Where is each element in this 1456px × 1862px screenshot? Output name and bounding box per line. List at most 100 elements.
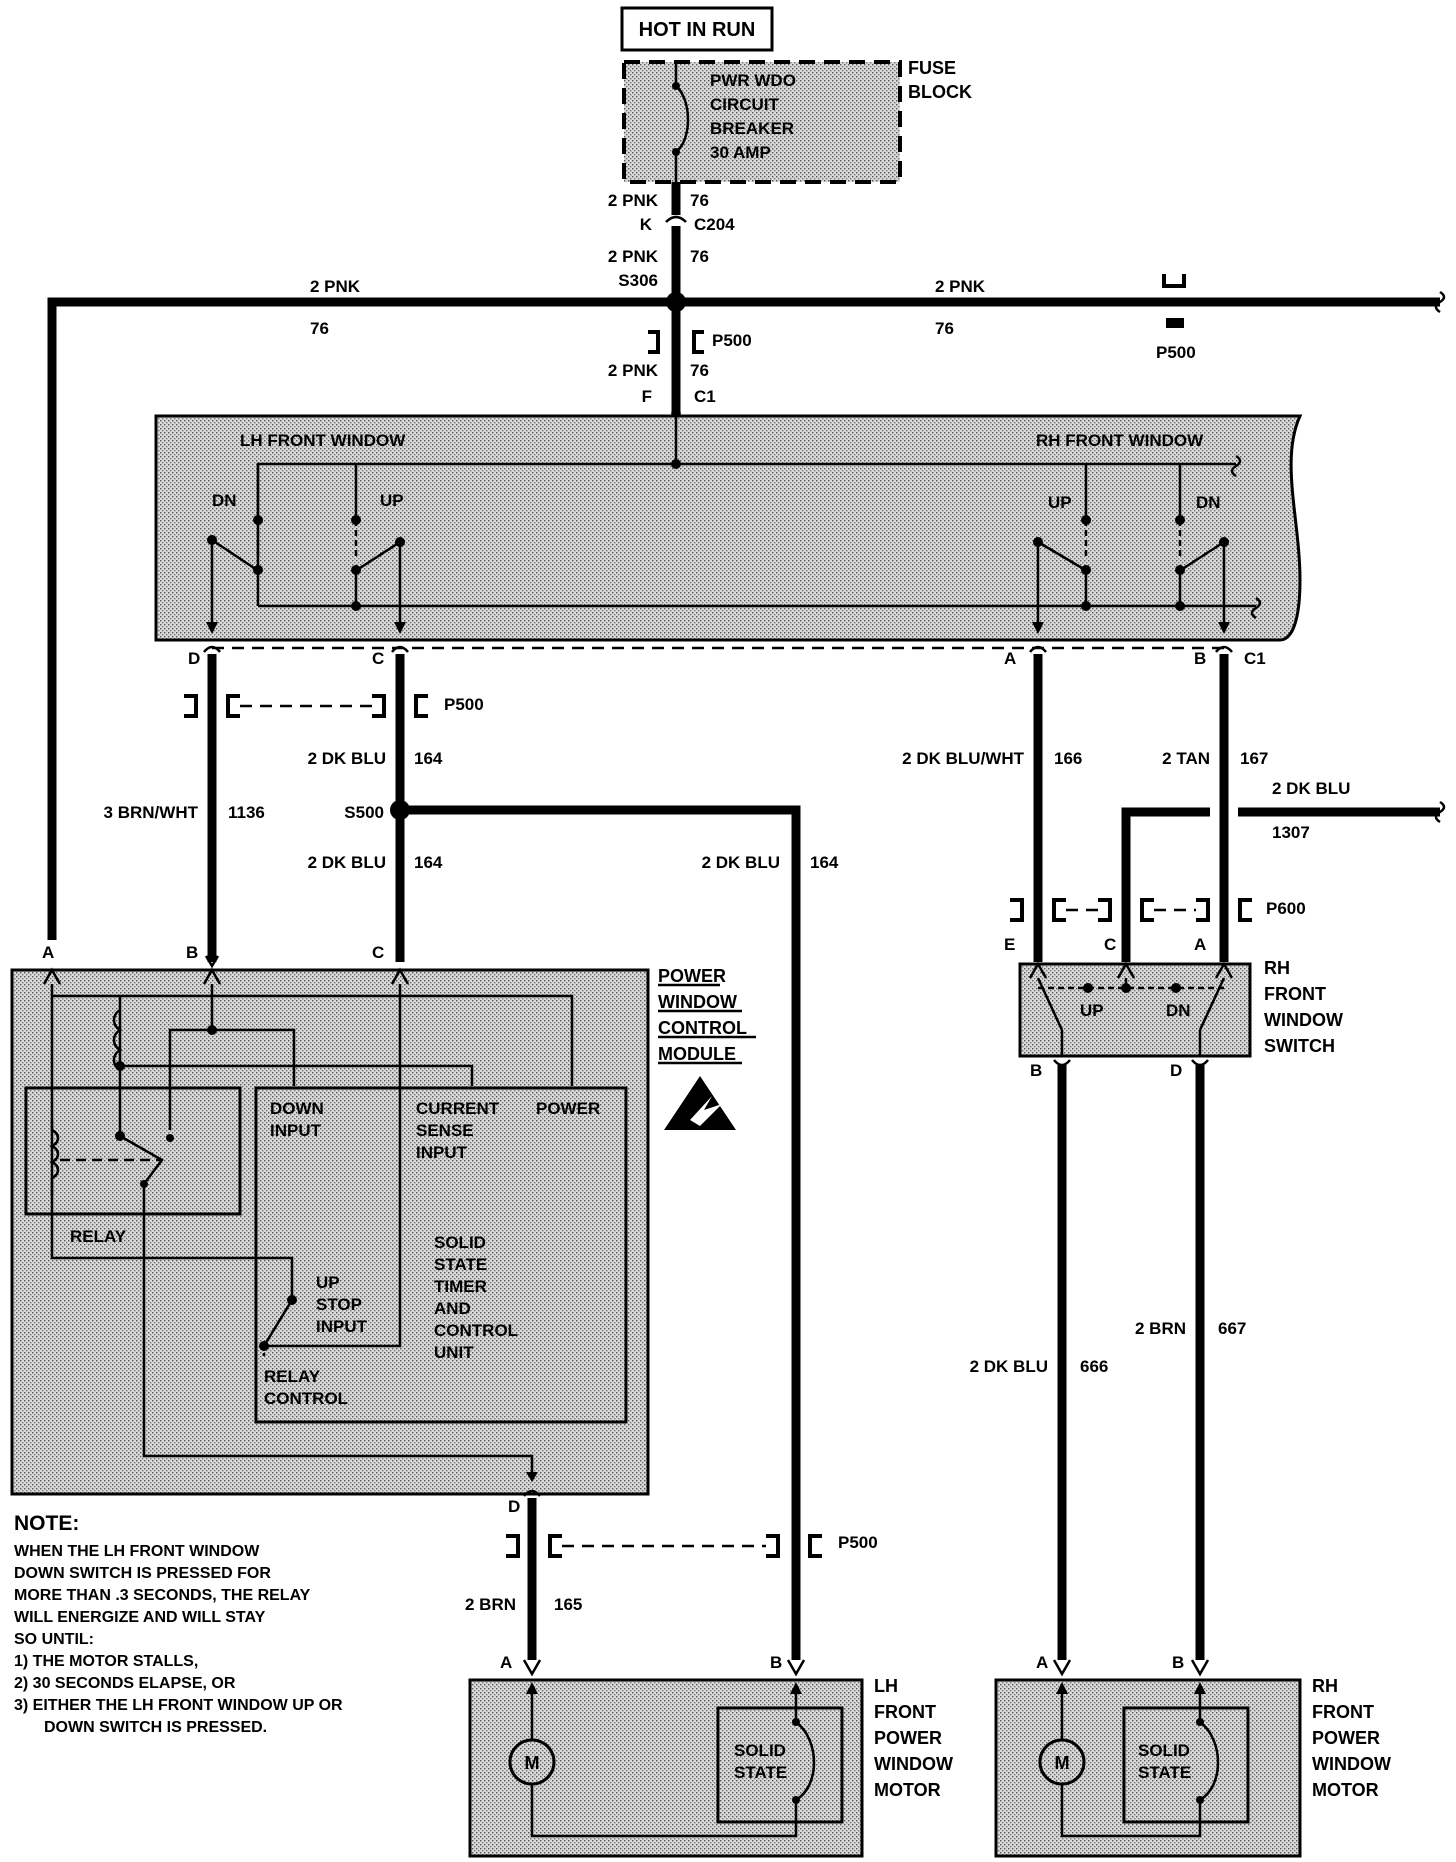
svg-text:2 BRN: 2 BRN (465, 1595, 516, 1614)
svg-text:2 PNK: 2 PNK (608, 191, 659, 210)
svg-text:B: B (770, 1653, 782, 1672)
svg-text:RELAY: RELAY (70, 1227, 127, 1246)
svg-text:S306: S306 (618, 271, 658, 290)
breaker-label-1: PWR WDO (710, 71, 796, 90)
svg-text:MOTOR: MOTOR (874, 1780, 941, 1800)
svg-text:SWITCH: SWITCH (1264, 1036, 1335, 1056)
svg-text:POWER: POWER (1312, 1728, 1380, 1748)
svg-text:UP: UP (1048, 493, 1072, 512)
svg-text:MODULE: MODULE (658, 1044, 736, 1064)
wire-1136: 3 BRN/WHT 1136 (104, 645, 265, 969)
power-window-control-module: A B C RELAY DOWN INPUT CURRENT SENSE I (10, 943, 756, 1496)
svg-text:FRONT: FRONT (1312, 1702, 1374, 1722)
breaker-label-3: BREAKER (710, 119, 794, 138)
svg-text:K: K (640, 215, 653, 234)
svg-text:RH FRONT WINDOW: RH FRONT WINDOW (1036, 431, 1204, 450)
svg-text:WINDOW: WINDOW (1264, 1010, 1343, 1030)
svg-text:666: 666 (1080, 1357, 1108, 1376)
wire-164: 2 DK BLU 164 S500 2 DK BLU 164 2 DK BLU … (308, 645, 839, 1660)
svg-text:FRONT: FRONT (874, 1702, 936, 1722)
svg-text:667: 667 (1218, 1319, 1246, 1338)
svg-text:WHEN THE LH FRONT WINDOW: WHEN THE LH FRONT WINDOW (14, 1543, 260, 1560)
svg-text:3) EITHER THE LH FRONT WINDOW: 3) EITHER THE LH FRONT WINDOW UP OR (14, 1697, 343, 1714)
svg-text:1307: 1307 (1272, 823, 1310, 842)
svg-text:2) 30 SECONDS ELAPSE, OR: 2) 30 SECONDS ELAPSE, OR (14, 1675, 236, 1692)
svg-text:167: 167 (1240, 749, 1268, 768)
hot-in-run-box: HOT IN RUN (620, 6, 774, 52)
svg-text:2 TAN: 2 TAN (1162, 749, 1210, 768)
svg-text:P500: P500 (444, 695, 484, 714)
svg-text:RH: RH (1264, 958, 1290, 978)
svg-text:INPUT: INPUT (316, 1317, 368, 1336)
p500-connector-mid: P500 (184, 694, 484, 718)
svg-text:M: M (525, 1753, 540, 1773)
svg-text:RELAY: RELAY (264, 1367, 321, 1386)
svg-text:DN: DN (1166, 1001, 1191, 1020)
svg-text:D: D (508, 1497, 520, 1516)
rh-front-power-window-motor: A B M SOLID STATE RH FRONT POWER WINDOW … (994, 1653, 1391, 1858)
note-block: NOTE: WHEN THE LH FRONT WINDOW DOWN SWIT… (14, 1512, 343, 1736)
svg-text:2 PNK: 2 PNK (310, 277, 361, 296)
svg-text:TIMER: TIMER (434, 1277, 487, 1296)
svg-text:C1: C1 (1244, 649, 1266, 668)
esd-warning-icon (664, 1076, 736, 1130)
svg-text:WINDOW: WINDOW (658, 992, 737, 1012)
feed-wire-76: 2 PNK 76 K C204 2 PNK 76 S306 (608, 182, 735, 430)
svg-text:UP: UP (316, 1273, 340, 1292)
svg-text:DN: DN (1196, 493, 1221, 512)
svg-text:UP: UP (1080, 1001, 1104, 1020)
svg-text:WINDOW: WINDOW (1312, 1754, 1391, 1774)
rh-front-window-switch: E C A UP DN RH FRONT WINDOW SWITCH B D (1004, 935, 1343, 1080)
wire-666: 2 DK BLU 666 (970, 1059, 1108, 1660)
svg-text:C204: C204 (694, 215, 735, 234)
svg-text:WINDOW: WINDOW (874, 1754, 953, 1774)
svg-text:NOTE:: NOTE: (14, 1512, 79, 1535)
svg-text:A: A (1004, 649, 1016, 668)
svg-text:CURRENT: CURRENT (416, 1099, 500, 1118)
svg-text:FRONT: FRONT (1264, 984, 1326, 1004)
svg-text:2 PNK: 2 PNK (608, 247, 659, 266)
svg-text:B: B (1194, 649, 1206, 668)
svg-text:2 PNK: 2 PNK (935, 277, 986, 296)
svg-text:B: B (1030, 1061, 1042, 1080)
svg-text:SENSE: SENSE (416, 1121, 474, 1140)
svg-text:B: B (1172, 1653, 1184, 1672)
svg-text:D: D (188, 649, 200, 668)
svg-text:DOWN SWITCH IS PRESSED.: DOWN SWITCH IS PRESSED. (44, 1719, 267, 1736)
svg-text:POWER: POWER (658, 966, 726, 986)
svg-text:P500: P500 (838, 1533, 878, 1552)
svg-text:CONTROL: CONTROL (658, 1018, 747, 1038)
svg-text:WILL ENERGIZE AND WILL STAY: WILL ENERGIZE AND WILL STAY (14, 1609, 266, 1626)
breaker-label-4: 30 AMP (710, 143, 771, 162)
fuse-block-label-2: BLOCK (908, 82, 972, 102)
p500-connector-lower: P500 (506, 1533, 878, 1558)
svg-text:STATE: STATE (434, 1255, 487, 1274)
svg-text:SOLID: SOLID (1138, 1741, 1190, 1760)
p600-connector: P600 (1010, 898, 1306, 922)
svg-text:A: A (42, 943, 54, 962)
svg-text:164: 164 (414, 749, 443, 768)
svg-text:STOP: STOP (316, 1295, 362, 1314)
fuse-block-label-1: FUSE (908, 58, 956, 78)
svg-text:D: D (1170, 1061, 1182, 1080)
svg-text:SO UNTIL:: SO UNTIL: (14, 1631, 94, 1648)
svg-text:2 DK BLU/WHT: 2 DK BLU/WHT (902, 749, 1024, 768)
svg-text:M: M (1055, 1753, 1070, 1773)
wire-166: 2 DK BLU/WHT 166 (902, 645, 1082, 962)
svg-text:2 BRN: 2 BRN (1135, 1319, 1186, 1338)
svg-text:LH: LH (874, 1676, 898, 1696)
svg-text:AND: AND (434, 1299, 471, 1318)
svg-text:CONTROL: CONTROL (264, 1389, 348, 1408)
master-window-switch: LH FRONT WINDOW RH FRONT WINDOW DN UP UP… (154, 407, 1303, 642)
bus-wire-76: 2 PNK 76 2 PNK 76 P500 P500 2 PNK 76 F C… (47, 274, 1446, 940)
svg-text:S500: S500 (344, 803, 384, 822)
svg-text:F: F (642, 387, 652, 406)
svg-text:2 DK BLU: 2 DK BLU (970, 1357, 1048, 1376)
svg-text:MORE THAN .3 SECONDS, THE RELA: MORE THAN .3 SECONDS, THE RELAY (14, 1587, 311, 1604)
svg-text:C1: C1 (694, 387, 716, 406)
svg-text:DOWN: DOWN (270, 1099, 324, 1118)
svg-text:SOLID: SOLID (434, 1233, 486, 1252)
svg-text:INPUT: INPUT (416, 1143, 468, 1162)
svg-text:164: 164 (414, 853, 443, 872)
